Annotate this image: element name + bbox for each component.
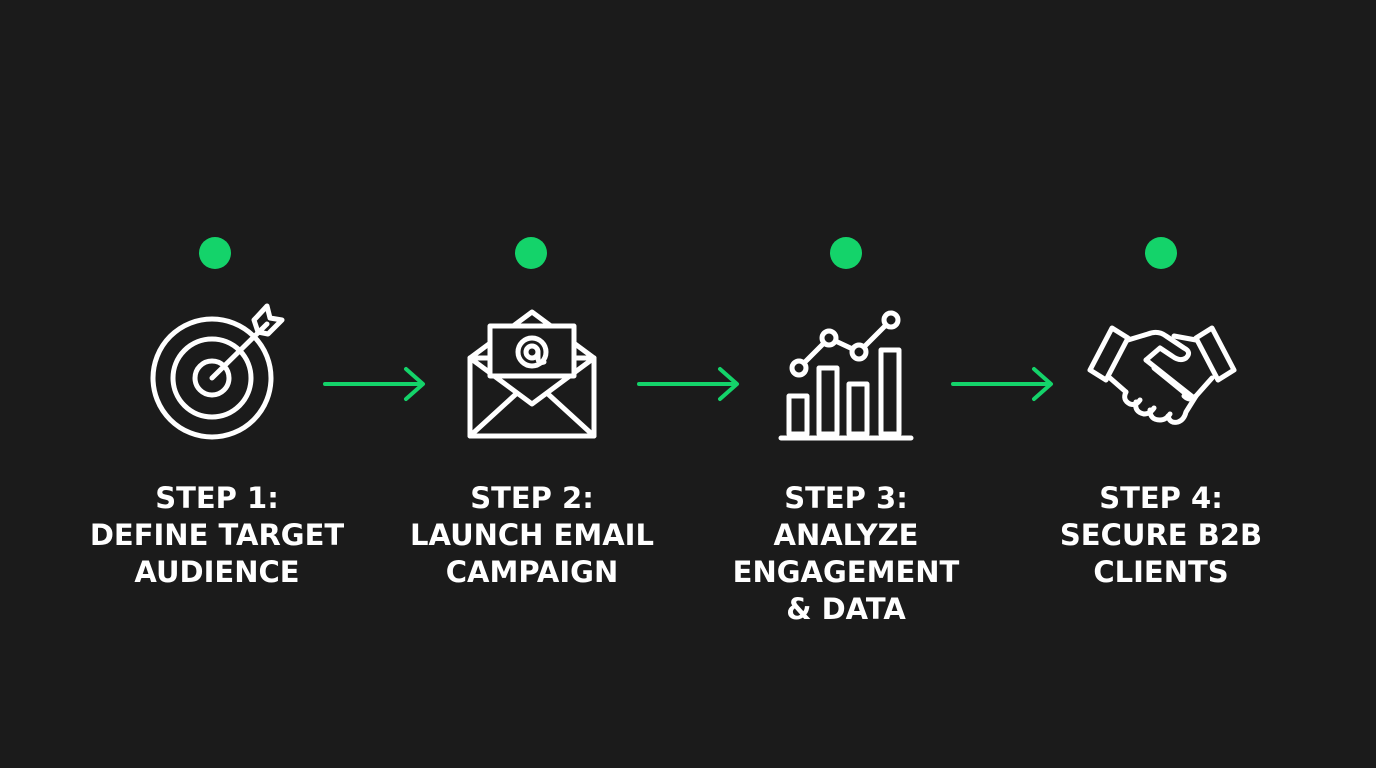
step-2-title: STEP 2: <box>470 481 594 515</box>
arrow-right-icon <box>320 366 430 402</box>
step-3-title: STEP 3: <box>784 481 908 515</box>
arrow-right-icon <box>948 366 1058 402</box>
step-2-marker-dot <box>515 237 547 269</box>
step-2-line-1: LAUNCH EMAIL <box>410 518 654 552</box>
arrow-right-icon <box>634 366 744 402</box>
step-4-line-2: CLIENTS <box>1093 555 1229 589</box>
step-3-line-3: & DATA <box>786 592 906 626</box>
step-2-label: STEP 2: LAUNCH EMAIL CAMPAIGN <box>392 480 672 591</box>
step-4-marker-dot <box>1145 237 1177 269</box>
step-3-line-2: ENGAGEMENT <box>732 555 960 589</box>
step-3-line-1: ANALYZE <box>773 518 919 552</box>
step-4-line-1: SECURE B2B <box>1059 518 1263 552</box>
handshake-icon <box>1082 300 1242 450</box>
step-1-line-1: DEFINE TARGET <box>89 518 345 552</box>
analytics-chart-icon <box>767 300 927 450</box>
step-1-line-2: AUDIENCE <box>134 555 300 589</box>
step-3-marker-dot <box>830 237 862 269</box>
step-1-title: STEP 1: <box>155 481 279 515</box>
step-2-line-2: CAMPAIGN <box>445 555 619 589</box>
step-4-label: STEP 4: SECURE B2B CLIENTS <box>1021 480 1301 591</box>
target-icon <box>136 300 296 450</box>
step-4-title: STEP 4: <box>1099 481 1223 515</box>
step-1-label: STEP 1: DEFINE TARGET AUDIENCE <box>77 480 357 591</box>
email-icon <box>452 300 612 450</box>
step-1-marker-dot <box>199 237 231 269</box>
step-3-label: STEP 3: ANALYZE ENGAGEMENT & DATA <box>706 480 986 628</box>
